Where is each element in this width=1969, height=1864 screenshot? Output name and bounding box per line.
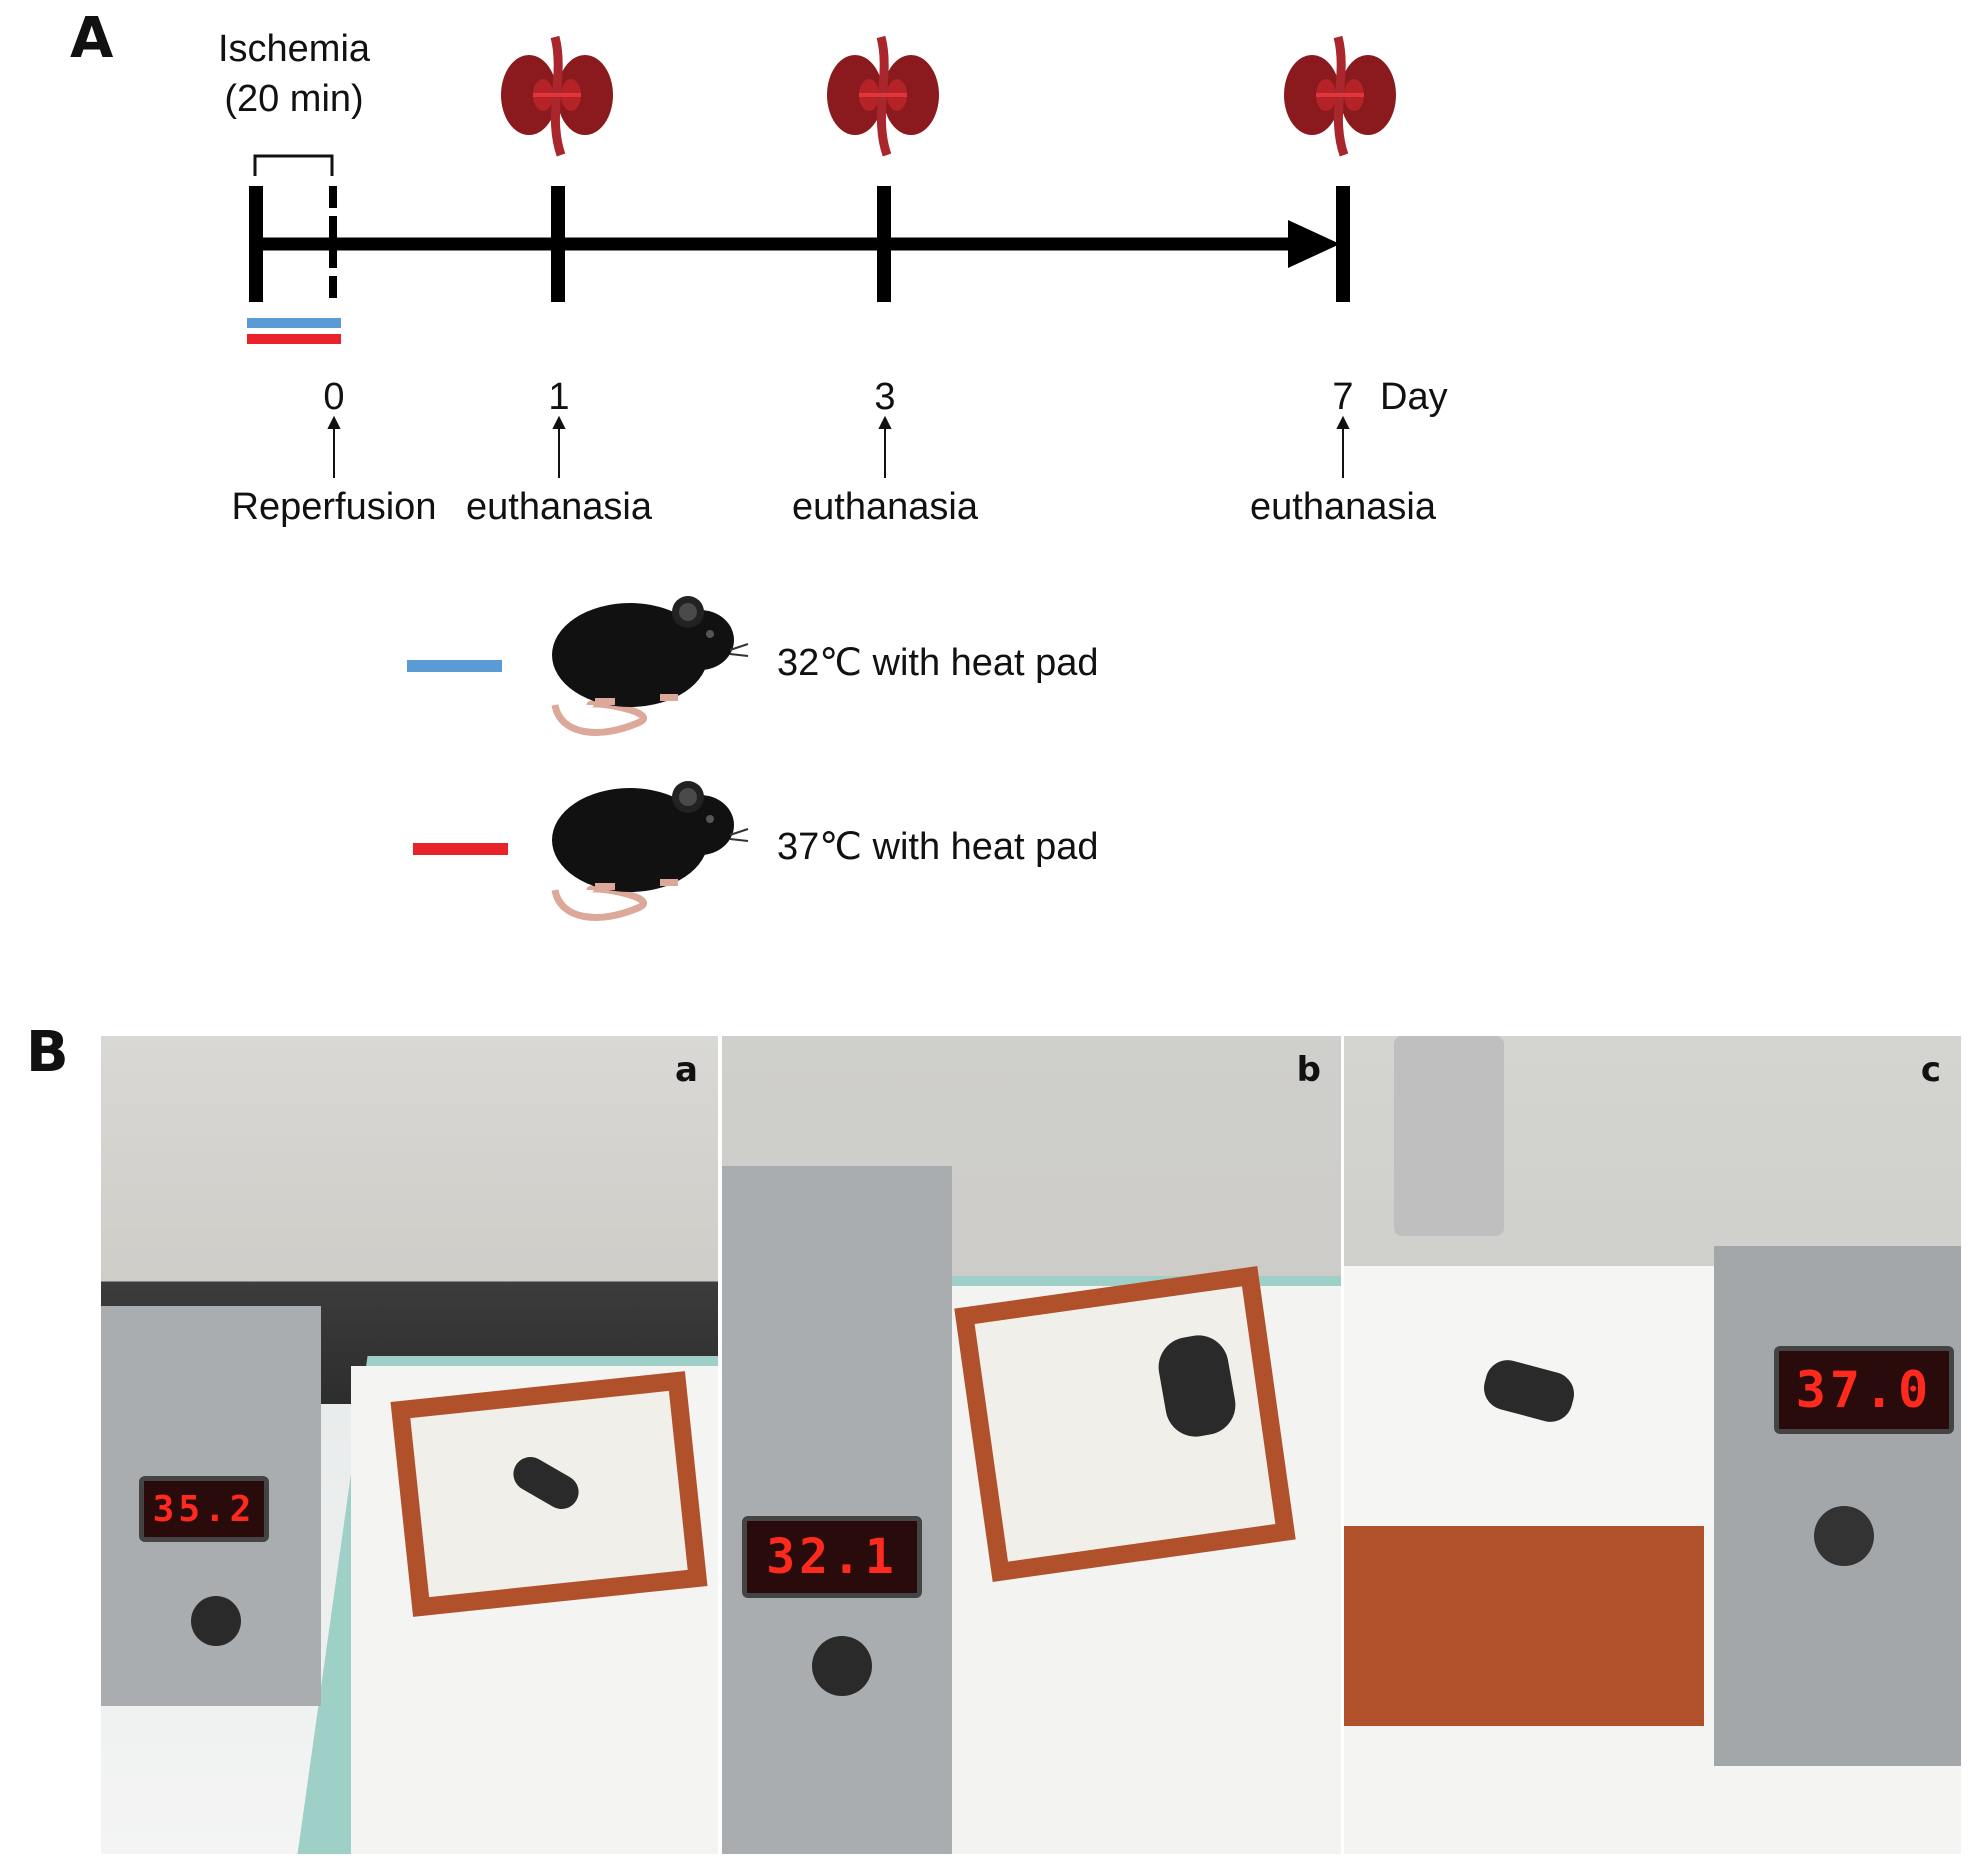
photo-b: 32.1 b [722,1036,1341,1854]
tick-day3 [877,186,891,302]
kidney-icon [1284,35,1396,157]
kidney-icon [501,35,613,157]
mouse-icon [551,596,749,736]
temperature-display: 37.0 [1774,1346,1954,1434]
panel-b-letter: B [26,1020,69,1085]
kidney-icon [827,35,939,157]
legend-swatch-37c [413,843,508,855]
event-label-euthanasia-day3: euthanasia [792,486,978,528]
tick-day7 [1336,186,1350,302]
event-label-reperfusion: Reperfusion [231,486,437,528]
event-label-euthanasia-day1: euthanasia [466,486,652,528]
photo-tag-c: c [1920,1050,1941,1090]
timeline-diagram [247,35,1396,478]
legend-label-37c: 37℃ with heat pad [777,826,1099,868]
event-label-euthanasia-day7: euthanasia [1250,486,1436,528]
photo-a: 35.2 a [101,1036,718,1854]
tick-label-7: 7 [1332,376,1354,418]
tick-label-3: 3 [874,376,896,418]
tick-start [249,186,263,302]
ischemia-bar-32c [247,318,341,328]
event-arrows [327,415,1350,478]
panel-a-letter: A [70,6,114,71]
timeline-arrowhead [1288,220,1340,268]
axis-unit-label: Day [1380,376,1448,418]
heat-pad [1344,1506,1704,1726]
photo-tag-a: a [675,1050,698,1090]
temperature-display: 35.2 [139,1476,269,1542]
tick-day1 [551,186,565,302]
ischemia-label: Ischemia [217,28,371,70]
photo-c: 37.0 c [1344,1036,1961,1854]
tick-label-0: 0 [323,376,345,418]
legend-graphics [407,596,749,921]
ischemia-bar-37c [247,334,341,344]
ischemia-bracket [253,154,334,176]
controller-box [722,1166,952,1854]
photo-tag-b: b [1296,1050,1321,1090]
legend-label-32c: 32℃ with heat pad [777,642,1099,684]
heat-pad [954,1266,1296,1582]
control-knob [1814,1506,1874,1566]
ischemia-duration: (20 min) [224,78,364,120]
tick-label-1: 1 [548,376,570,418]
control-knob [812,1636,872,1696]
legend-swatch-32c [407,660,502,672]
vaporizer [1394,1036,1504,1236]
control-knob [191,1596,241,1646]
mouse-icon [551,781,749,921]
temperature-display: 32.1 [742,1516,922,1598]
